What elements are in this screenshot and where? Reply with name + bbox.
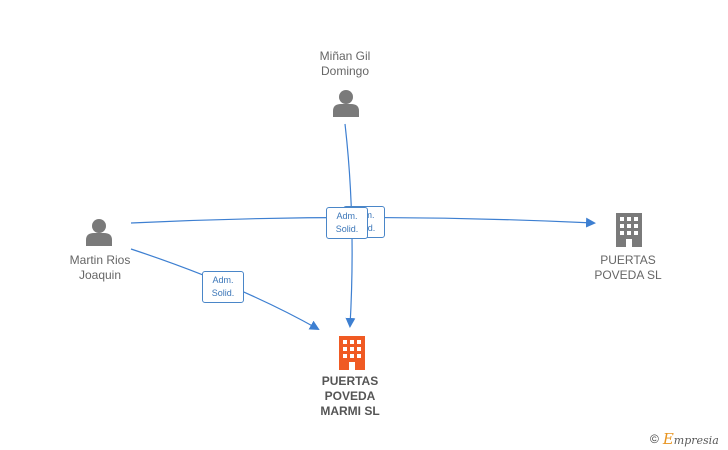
node-label-marmi[interactable]: PUERTAS POVEDA MARMI SL (320, 374, 380, 418)
edge-label-minan-marmi: Adm. Solid. (326, 207, 368, 239)
node-label-minan[interactable]: Miñan Gil Domingo (319, 49, 371, 78)
building-icon-main[interactable] (339, 336, 365, 370)
node-label-martin[interactable]: Martin Rios Joaquin (69, 253, 131, 282)
building-icon[interactable] (616, 213, 642, 247)
copyright-symbol: © (650, 432, 659, 446)
edge-label-martin-marmi: Adm. Solid. (202, 271, 244, 303)
watermark: © Empresia (650, 430, 719, 448)
node-label-poveda[interactable]: PUERTAS POVEDA SL (594, 253, 662, 282)
person-icon[interactable] (86, 219, 112, 246)
brand-logo: Empresia (662, 430, 719, 448)
person-icon[interactable] (333, 90, 359, 117)
